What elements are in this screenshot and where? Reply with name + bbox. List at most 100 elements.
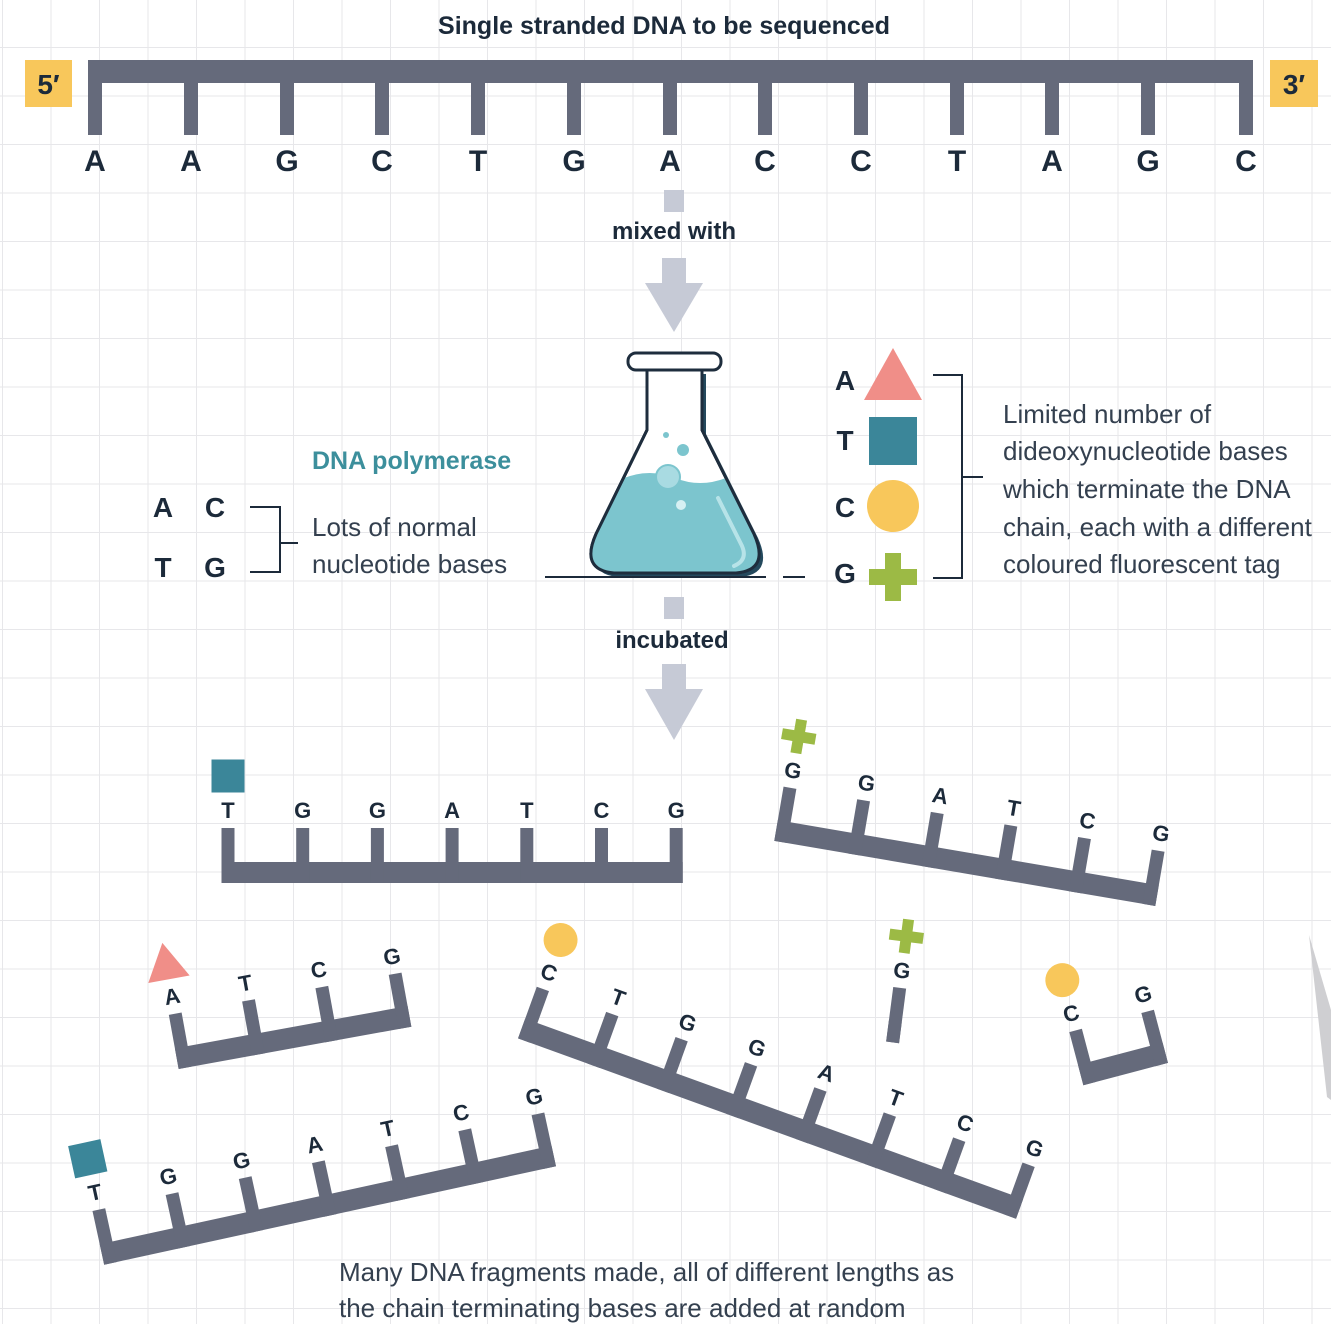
fragment-tick <box>1069 1028 1096 1086</box>
fragment-backbone <box>518 1018 1024 1219</box>
strand-base-letter: T <box>469 145 487 178</box>
strand-tick <box>1141 83 1155 135</box>
fragment-base-letter: A <box>162 983 182 1010</box>
cross-tag-icon <box>781 718 817 755</box>
fragment-base-letter: T <box>86 1179 105 1206</box>
fragment-tick <box>238 1176 264 1233</box>
dideoxy-description-line: which terminate the DNA <box>1002 474 1291 504</box>
fragment-backbone <box>774 820 1159 906</box>
flask-lip <box>626 351 723 372</box>
fragment-base-letter: T <box>237 970 255 997</box>
diagram-title: Single stranded DNA to be sequenced <box>438 12 890 40</box>
fragment-base-letter: G <box>745 1033 770 1062</box>
fragment-base-letter: G <box>782 757 803 785</box>
strand-tick <box>950 83 964 135</box>
arrow-shaft <box>662 258 686 284</box>
strand-base-letter: A <box>84 145 106 178</box>
fragment-base-letter: G <box>294 798 311 823</box>
arrow-down-icon <box>645 689 703 740</box>
three-prime-label: 3′ <box>1270 60 1318 107</box>
fragment-tick <box>921 811 944 869</box>
three-prime-box <box>1270 60 1318 107</box>
flask-liquid <box>590 473 760 573</box>
normal-bases-description-line: Lots of normal <box>312 512 477 542</box>
dna-fragment: G <box>886 918 924 1044</box>
fragment-base-letter: T <box>221 798 235 823</box>
fragment-base-letter: G <box>157 1162 179 1190</box>
fragment-base-letter: G <box>523 1083 545 1111</box>
fragment-base-letter: G <box>381 943 402 971</box>
flask-icon <box>589 351 764 577</box>
caption-line: Many DNA fragments made, all of differen… <box>339 1257 954 1287</box>
bubble <box>663 432 669 438</box>
strand-tick <box>567 83 581 135</box>
circle-tag-icon <box>1045 963 1080 998</box>
caption-line: the chain terminating bases are added at… <box>339 1293 906 1323</box>
strand-tick <box>184 83 198 135</box>
triangle-tag-icon <box>148 942 190 984</box>
fragment-base-letter: G <box>675 1008 700 1037</box>
fragment-base-letter: A <box>815 1058 839 1087</box>
fragment-base-letter: C <box>594 798 610 823</box>
dideoxy-base-letter: C <box>835 492 855 523</box>
fragment-tick <box>221 828 235 883</box>
strand-tick <box>375 83 389 135</box>
strand-base-letter: C <box>371 145 393 178</box>
strand-tick <box>854 83 868 135</box>
fragment-tick <box>165 1192 191 1249</box>
fragment-base-letter: G <box>369 798 386 823</box>
strand-base-letter: G <box>275 145 298 178</box>
three-prime-text: 3′ <box>1283 69 1306 100</box>
strand-base-letter: G <box>562 145 585 178</box>
fragment-base-letter: T <box>379 1115 398 1142</box>
dna-fragment: CG <box>1045 963 1168 1086</box>
fragment-tick <box>168 1012 192 1069</box>
arrow-stub <box>664 597 684 619</box>
fragment-base-letter: A <box>304 1131 325 1159</box>
fragment-tick <box>370 828 384 883</box>
five-prime-text: 5′ <box>37 69 60 100</box>
fragment-base-letter: G <box>1132 980 1155 1009</box>
normal-base-letter: C <box>205 492 225 523</box>
fragment-base-letter: G <box>856 769 877 797</box>
fragment-base-letter: C <box>1060 999 1082 1027</box>
fragment-tick <box>587 1011 619 1068</box>
fragment-tick <box>847 799 871 856</box>
fragment-base-letter: G <box>230 1147 252 1175</box>
dideoxy-base-letter: G <box>834 558 856 589</box>
fragment-tick <box>774 786 797 844</box>
fragment-tick <box>669 828 683 883</box>
fragment-base-letter: G <box>892 957 912 984</box>
fragment-base-letter: A <box>444 798 460 823</box>
fragment-tick <box>531 1112 556 1169</box>
fragment-tick <box>795 1087 827 1144</box>
normal-base-letter: G <box>204 552 226 583</box>
strand-tick <box>663 83 677 135</box>
dideoxy-base-letter: T <box>836 425 853 456</box>
strand-tick <box>88 83 102 135</box>
strand-base-letter: C <box>1235 145 1257 178</box>
fragment-tick <box>995 824 1018 881</box>
normal-bases-legend: DNA polymerase A C T G Lots of normal nu… <box>153 447 511 583</box>
strand-base-letter: A <box>659 145 681 178</box>
strand-tick <box>280 83 294 135</box>
fragment-tick <box>1142 849 1165 906</box>
cross-tag-icon <box>869 553 917 601</box>
strand-base-letter: A <box>1041 145 1063 178</box>
fragment-tick <box>1003 1162 1035 1219</box>
fragment-tick <box>315 985 339 1043</box>
five-prime-box <box>25 60 72 107</box>
flask-outline <box>589 370 761 575</box>
square-tag-icon <box>211 759 245 793</box>
fragment-tick <box>865 1112 896 1169</box>
fragment-tick <box>518 986 549 1043</box>
fragment-tick <box>520 828 534 883</box>
fragment-base-letter: C <box>451 1099 472 1127</box>
fragment-tick <box>92 1208 117 1265</box>
